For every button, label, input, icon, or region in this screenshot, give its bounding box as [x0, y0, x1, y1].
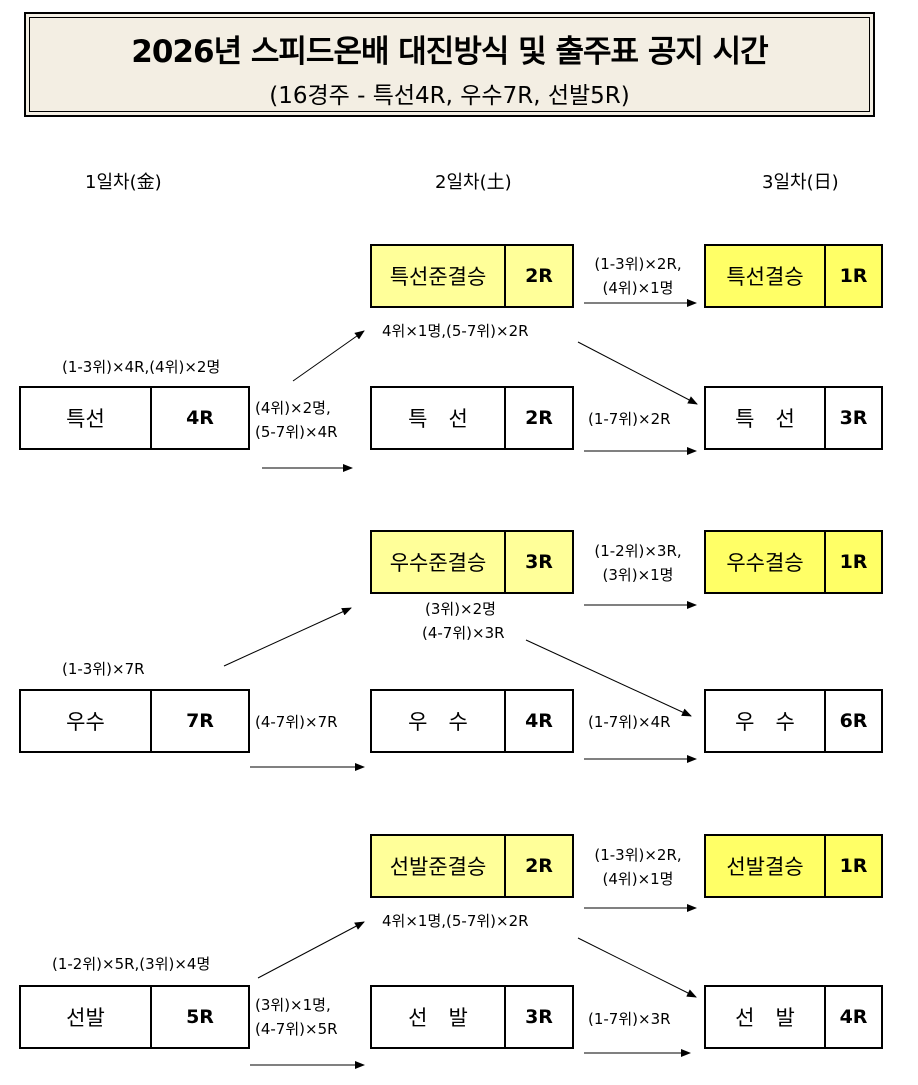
arrow-g2-day1-to-semi — [257, 921, 365, 979]
box-name: 우수 — [21, 691, 152, 751]
label-g1-to-semi: (1-3위)×7R — [62, 660, 145, 678]
box-races: 4R — [839, 1006, 868, 1028]
label-g1-to-final-1: (1-2위)×3R, — [594, 542, 682, 560]
box-races: 2R — [525, 265, 553, 287]
arrow-g0-day1-to-semi — [292, 330, 365, 382]
box-g1-day2-main: 우 수 4R — [370, 689, 574, 753]
label-g0-to-semi: (1-3위)×4R,(4위)×2명 — [62, 358, 221, 376]
box-name: 우 수 — [706, 691, 826, 751]
box-g0-day2-main: 특 선 2R — [370, 386, 574, 450]
label-g2-to-final-1: (1-3위)×2R, — [594, 846, 682, 864]
box-g2-semi: 선발준결승 2R — [370, 834, 574, 898]
box-races: 2R — [525, 855, 553, 877]
page-subtitle: (16경주 - 특선4R, 우수7R, 선발5R) — [269, 83, 630, 109]
box-name: 선발결승 — [706, 836, 826, 896]
box-g1-semi: 우수준결승 3R — [370, 530, 574, 594]
arrow-g2-semi-to-main — [577, 937, 697, 998]
label-g2-to-main-1: (3위)×1명, — [255, 996, 331, 1014]
label-g2-main-to-main: (1-7위)×3R — [588, 1010, 671, 1028]
box-races: 4R — [525, 710, 553, 732]
box-races: 2R — [525, 407, 553, 429]
label-g0-to-main-2: (5-7위)×4R — [255, 423, 338, 441]
box-name: 선발 — [21, 987, 152, 1047]
box-name: 특 선 — [372, 388, 506, 448]
box-name: 우수준결승 — [372, 532, 506, 592]
day-1-label: 1일차(金) — [85, 172, 162, 193]
box-name: 선발준결승 — [372, 836, 506, 896]
box-name: 특선준결승 — [372, 246, 506, 306]
title-box: 2026년 스피드온배 대진방식 및 출주표 공지 시간 (16경주 - 특선4… — [24, 12, 875, 117]
box-g2-day2-main: 선 발 3R — [370, 985, 574, 1049]
label-g1-main-to-main: (1-7위)×4R — [588, 713, 671, 731]
label-g2-to-final-2: (4위)×1명 — [602, 870, 674, 888]
box-races: 1R — [839, 551, 868, 573]
box-name: 특선결승 — [706, 246, 826, 306]
label-g0-to-main-1: (4위)×2명, — [255, 399, 331, 417]
box-name: 특선 — [21, 388, 152, 448]
box-name: 선 발 — [372, 987, 506, 1047]
box-g2-final: 선발결승 1R — [704, 834, 883, 898]
box-g0-day3-main: 특 선 3R — [704, 386, 883, 450]
label-g0-to-final-2: (4위)×1명 — [602, 279, 674, 297]
box-races: 3R — [525, 1006, 553, 1028]
box-races: 3R — [525, 551, 553, 573]
box-g1-day1: 우수 7R — [19, 689, 250, 753]
box-g1-final: 우수결승 1R — [704, 530, 883, 594]
box-g2-day3-main: 선 발 4R — [704, 985, 883, 1049]
label-g1-semi-out-2: (4-7위)×3R — [422, 624, 505, 642]
label-g2-to-main-2: (4-7위)×5R — [255, 1020, 338, 1038]
label-g1-semi-out-1: (3위)×2명 — [425, 600, 496, 618]
day-2-label: 2일차(土) — [435, 172, 512, 193]
box-name: 선 발 — [706, 987, 826, 1047]
box-name: 우 수 — [372, 691, 506, 751]
label-g0-main-to-main: (1-7위)×2R — [588, 410, 671, 428]
arrow-g1-day1-to-semi — [223, 607, 352, 667]
title-inner-border — [29, 17, 870, 112]
arrow-g0-semi-to-main — [577, 341, 698, 405]
box-g0-semi: 특선준결승 2R — [370, 244, 574, 308]
label-g0-to-final-1: (1-3위)×2R, — [594, 255, 682, 273]
arrow-g1-semi-to-main — [525, 639, 692, 717]
box-name: 우수결승 — [706, 532, 826, 592]
box-races: 6R — [839, 710, 868, 732]
label-g1-to-final-2: (3위)×1명 — [602, 566, 674, 584]
box-races: 1R — [839, 265, 868, 287]
day-3-label: 3일차(日) — [762, 172, 839, 193]
label-g2-to-semi: (1-2위)×5R,(3위)×4명 — [52, 955, 211, 973]
page-title: 2026년 스피드온배 대진방식 및 출주표 공지 시간 — [131, 34, 768, 70]
box-g0-day1: 특선 4R — [19, 386, 250, 450]
box-races: 5R — [186, 1006, 214, 1028]
box-races: 3R — [839, 407, 868, 429]
box-races: 7R — [186, 710, 214, 732]
label-g2-semi-out: 4위×1명,(5-7위)×2R — [382, 912, 529, 930]
box-g1-day3-main: 우 수 6R — [704, 689, 883, 753]
label-g1-to-main: (4-7위)×7R — [255, 713, 338, 731]
box-races: 1R — [839, 855, 868, 877]
box-g0-final: 특선결승 1R — [704, 244, 883, 308]
label-g0-semi-out: 4위×1명,(5-7위)×2R — [382, 322, 529, 340]
box-name: 특 선 — [706, 388, 826, 448]
box-g2-day1: 선발 5R — [19, 985, 250, 1049]
box-races: 4R — [186, 407, 214, 429]
